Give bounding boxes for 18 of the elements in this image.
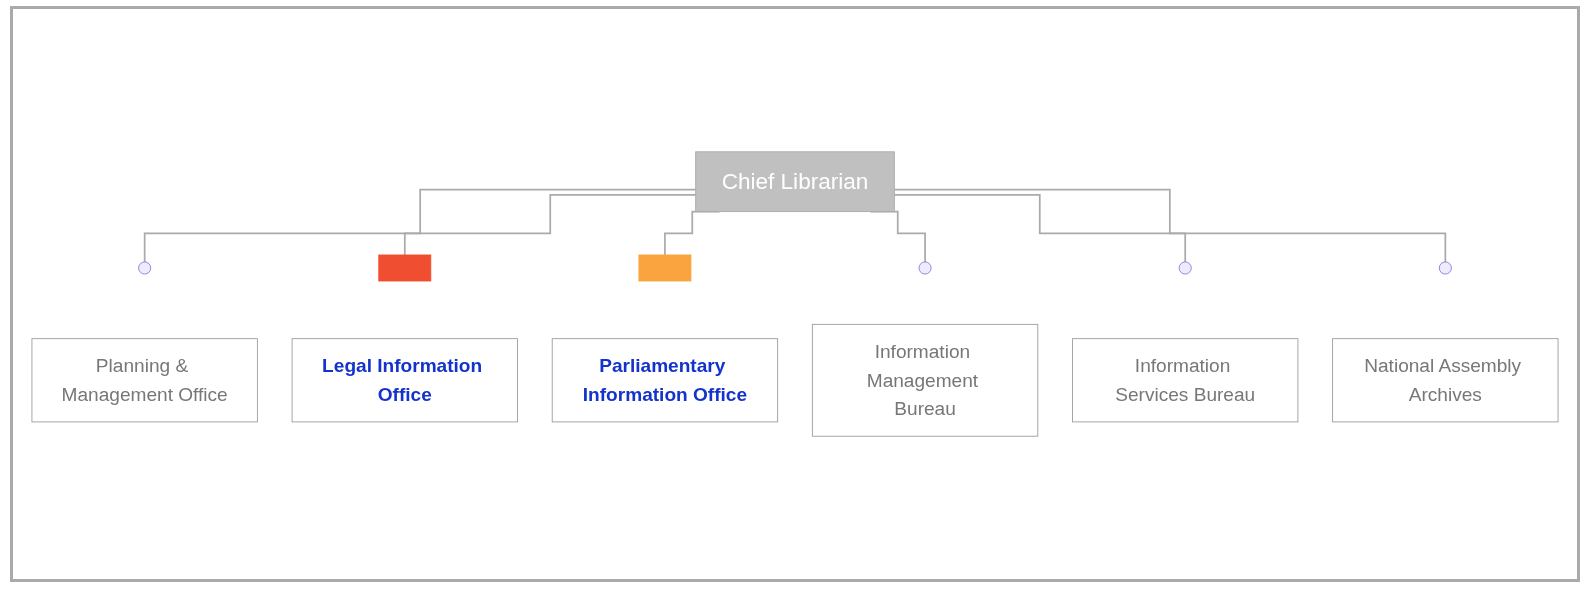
node-box (1072, 338, 1299, 423)
connector (143, 188, 697, 263)
node-box (31, 338, 258, 423)
node-box (291, 338, 518, 423)
node-circle (1178, 261, 1192, 275)
connector (403, 193, 697, 256)
connector (893, 193, 1187, 263)
node-circle (138, 261, 152, 275)
node-box (551, 338, 779, 423)
connector (893, 188, 1447, 263)
node-box (378, 254, 432, 282)
chart-frame: Chief Librarian Planning & Management Office Legal Information Office Parliamentary Information Office Information Management Bureau Information Services Bureau National Assembly Archives (10, 6, 1580, 582)
node-box (1332, 338, 1559, 423)
node-box (695, 151, 895, 213)
node-circle (918, 261, 932, 275)
node-box (638, 254, 692, 282)
node-box (811, 323, 1039, 437)
node-circle (1438, 261, 1452, 275)
